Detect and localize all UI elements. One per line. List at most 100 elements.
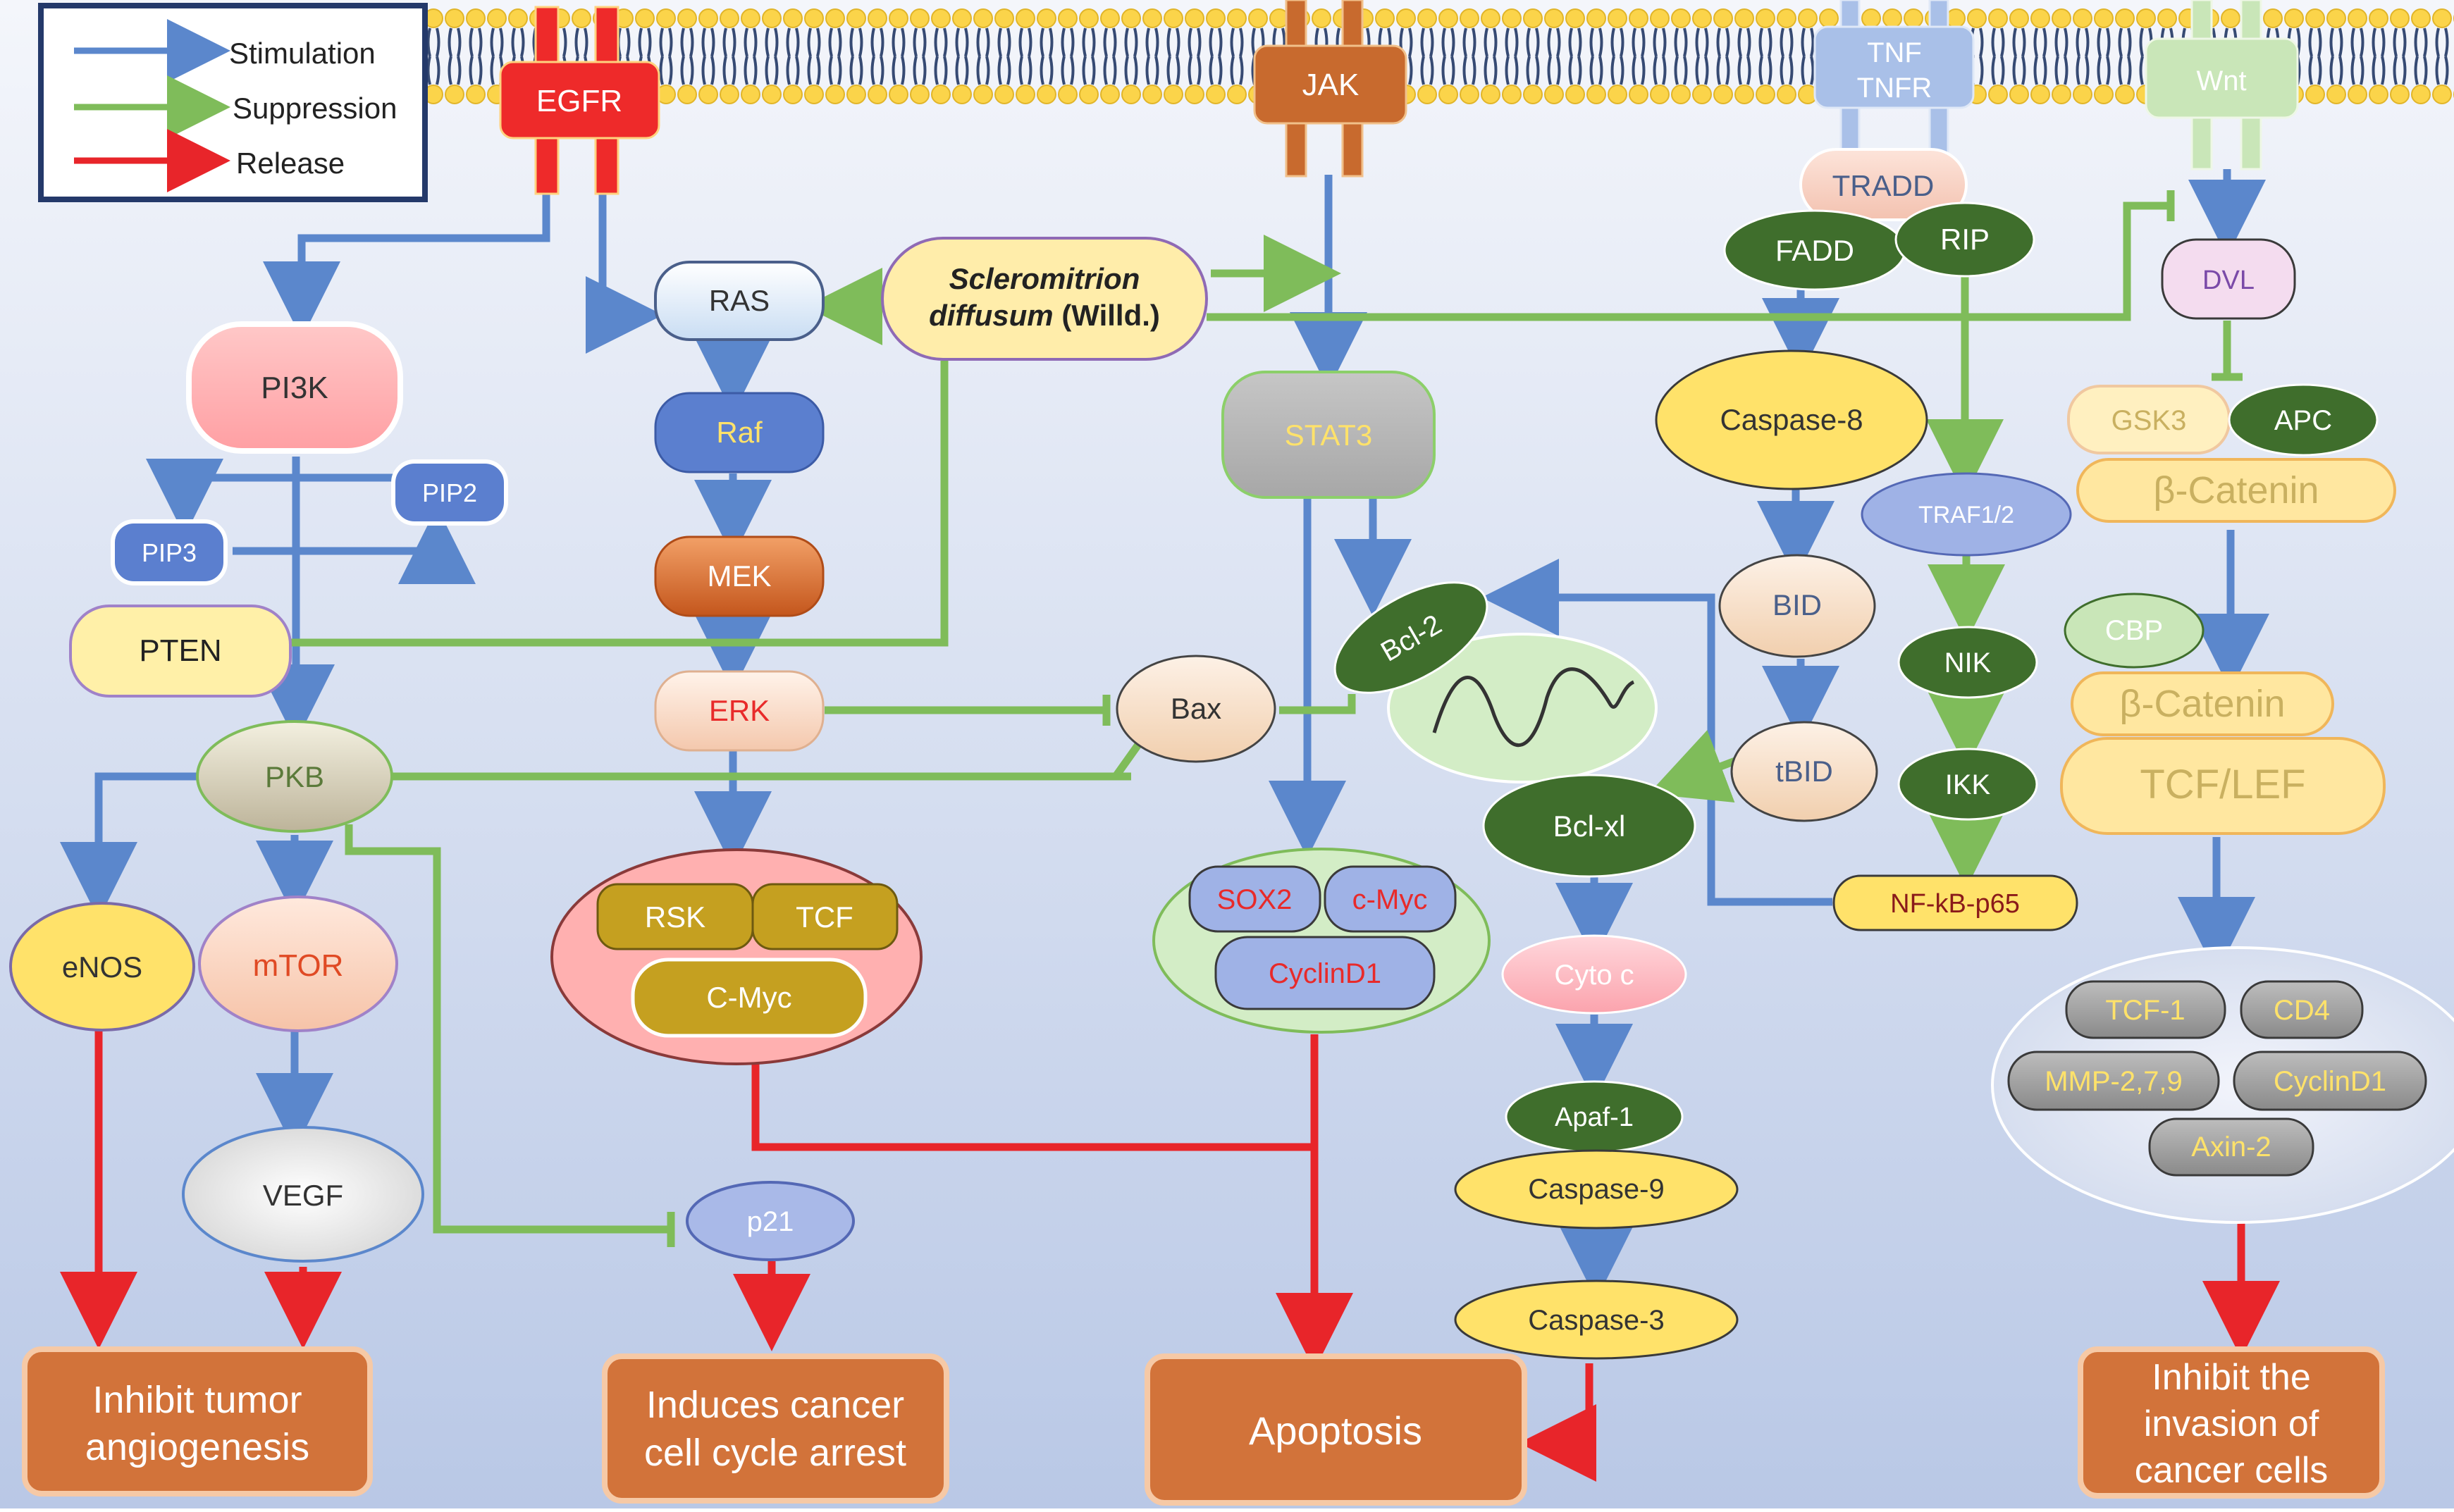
node-bax: Bax <box>1116 655 1276 763</box>
node-bcl2: Bcl-2 <box>1333 581 1488 694</box>
mtor-label: mTOR <box>253 948 344 983</box>
node-pten: PTEN <box>69 605 292 698</box>
legend-release-label: Release <box>236 147 345 180</box>
node-cmyc-big <box>631 958 868 1038</box>
arrow-casp3-apoptosis <box>1519 1363 1596 1482</box>
tbid-label: tBID <box>1775 755 1833 788</box>
node-fadd: FADD <box>1723 209 1906 291</box>
node-enos: eNOS <box>9 902 195 1031</box>
pip2-label: PIP2 <box>422 478 477 507</box>
node-vegf: VEGF <box>182 1126 424 1263</box>
traf12-label: TRAF1/2 <box>1918 502 2014 528</box>
compound-node: Scleromitrion diffusum (Willd.) <box>881 237 1208 361</box>
node-mek: MEK <box>654 535 825 617</box>
cyclind1-wnt-label: CyclinD1 <box>2274 1066 2386 1097</box>
node-tbid: tBID <box>1730 721 1878 822</box>
node-pi3k: PI3K <box>186 321 403 454</box>
cbp-label: CBP <box>2105 615 2163 646</box>
cd4-label: CD4 <box>2274 995 2330 1026</box>
node-erk: ERK <box>654 670 825 752</box>
caspase8-label: Caspase-8 <box>1720 403 1863 436</box>
ikk-label: IKK <box>1945 769 1991 800</box>
rsk-label: RSK <box>645 900 705 934</box>
pkb-label: PKB <box>265 760 324 793</box>
outcome-invasion-line2: invasion of <box>2144 1403 2319 1444</box>
gsk3-label: GSK3 <box>2111 405 2187 436</box>
bax-label: Bax <box>1171 692 1221 725</box>
node-tradd: TRADD <box>1799 148 1968 221</box>
node-cyclind1-stat <box>1214 936 1436 1010</box>
outcome-apoptosis-label: Apoptosis <box>1249 1408 1422 1453</box>
receptor-egfr: EGFR <box>499 6 660 195</box>
receptor-wnt: Wnt <box>2145 0 2299 171</box>
bclxl-label: Bcl-xl <box>1553 810 1626 843</box>
node-caspase8: Caspase-8 <box>1655 349 1928 490</box>
outcome-apoptosis: Apoptosis <box>1145 1353 1527 1506</box>
node-pkb: PKB <box>196 720 393 833</box>
node-sox2 <box>1188 865 1321 933</box>
apaf1-label: Apaf-1 <box>1555 1103 1634 1132</box>
erk-label: ERK <box>709 694 770 727</box>
legend-suppression-label: Suppression <box>233 92 397 125</box>
arrow-to-pip3 <box>146 459 395 536</box>
node-cmyc-small <box>1324 865 1457 933</box>
node-gsk3: GSK3 <box>2067 385 2231 454</box>
vegf-label: VEGF <box>263 1179 343 1212</box>
node-raf: Raf <box>654 392 825 473</box>
node-nfkb: NF-kB-p65 <box>1832 874 2078 931</box>
node-bclxl: Bcl-xl <box>1482 774 1696 878</box>
node-mtor: mTOR <box>198 896 398 1032</box>
outcome-invasion-line3: cancer cells <box>2135 1450 2329 1491</box>
node-traf12: TRAF1/2 <box>1861 472 2072 557</box>
legend-box <box>38 3 428 202</box>
mmp-label: MMP-2,7,9 <box>2045 1066 2183 1097</box>
outcome-cell-cycle-line1: Induces cancer <box>646 1384 904 1426</box>
node-rip: RIP <box>1894 202 2035 278</box>
stat3-label: STAT3 <box>1285 419 1372 452</box>
line-compound-dvl <box>1207 202 2171 321</box>
cell-membrane <box>423 0 2454 113</box>
receptor-jak: JAK <box>1253 0 1407 178</box>
receptor-tnfr: TNF TNFR <box>1813 0 1975 156</box>
cytoc-label: Cyto c <box>1554 960 1634 991</box>
node-cbp: CBP <box>2064 593 2205 669</box>
outcome-angiogenesis-line2: angiogenesis <box>85 1426 309 1468</box>
bid-label: BID <box>1772 588 1822 621</box>
outcome-invasion: Inhibit the invasion of cancer cells <box>2078 1346 2385 1499</box>
pten-label: PTEN <box>139 633 221 668</box>
axin2-label: Axin-2 <box>2191 1132 2271 1163</box>
egfr-label: EGFR <box>536 84 622 118</box>
cmyc-big-label: C-Myc <box>706 981 791 1014</box>
wnt-label: Wnt <box>2196 66 2246 97</box>
outcome-cell-cycle: Induces cancer cell cycle arrest <box>602 1353 949 1504</box>
compound-name-line2-italic: diffusum <box>929 299 1054 332</box>
node-tcf1 <box>2065 980 2226 1039</box>
rip-label: RIP <box>1940 223 1990 256</box>
node-ras: RAS <box>654 261 825 341</box>
line-compound-pten <box>289 361 949 647</box>
compound-name-line2-rest: (Willd.) <box>1054 299 1160 332</box>
nik-label: NIK <box>1944 647 1992 678</box>
node-tcflef: TCF/LEF <box>2060 737 2386 835</box>
outcome-angiogenesis: Inhibit tumor angiogenesis <box>22 1346 373 1496</box>
node-cytoc: Cyto c <box>1501 934 1687 1015</box>
node-caspase3: Caspase-3 <box>1454 1279 1739 1360</box>
pip3-label: PIP3 <box>142 538 197 567</box>
node-axin2 <box>2148 1117 2314 1177</box>
tnfr-label: TNFR <box>1857 73 1932 104</box>
caspase3-label: Caspase-3 <box>1528 1305 1664 1336</box>
line-bax-bcl2 <box>1279 694 1356 714</box>
node-bcatenin2: β-Catenin <box>2071 671 2334 736</box>
tnf-label: TNF <box>1867 37 1922 68</box>
cmyc-small-label: c-Myc <box>1352 884 1428 915</box>
apc-label: APC <box>2274 405 2332 436</box>
stat3-targets-group: SOX2 c-Myc CyclinD1 <box>1152 848 1491 1034</box>
bcatenin1-label: β-Catenin <box>2153 469 2319 512</box>
node-ikk: IKK <box>1897 748 2038 821</box>
dvl-label: DVL <box>2202 266 2255 295</box>
line-pkb-p21 <box>345 824 671 1234</box>
node-bid: BID <box>1718 554 1876 658</box>
node-mmp <box>2007 1051 2220 1111</box>
ras-label: RAS <box>709 284 770 317</box>
